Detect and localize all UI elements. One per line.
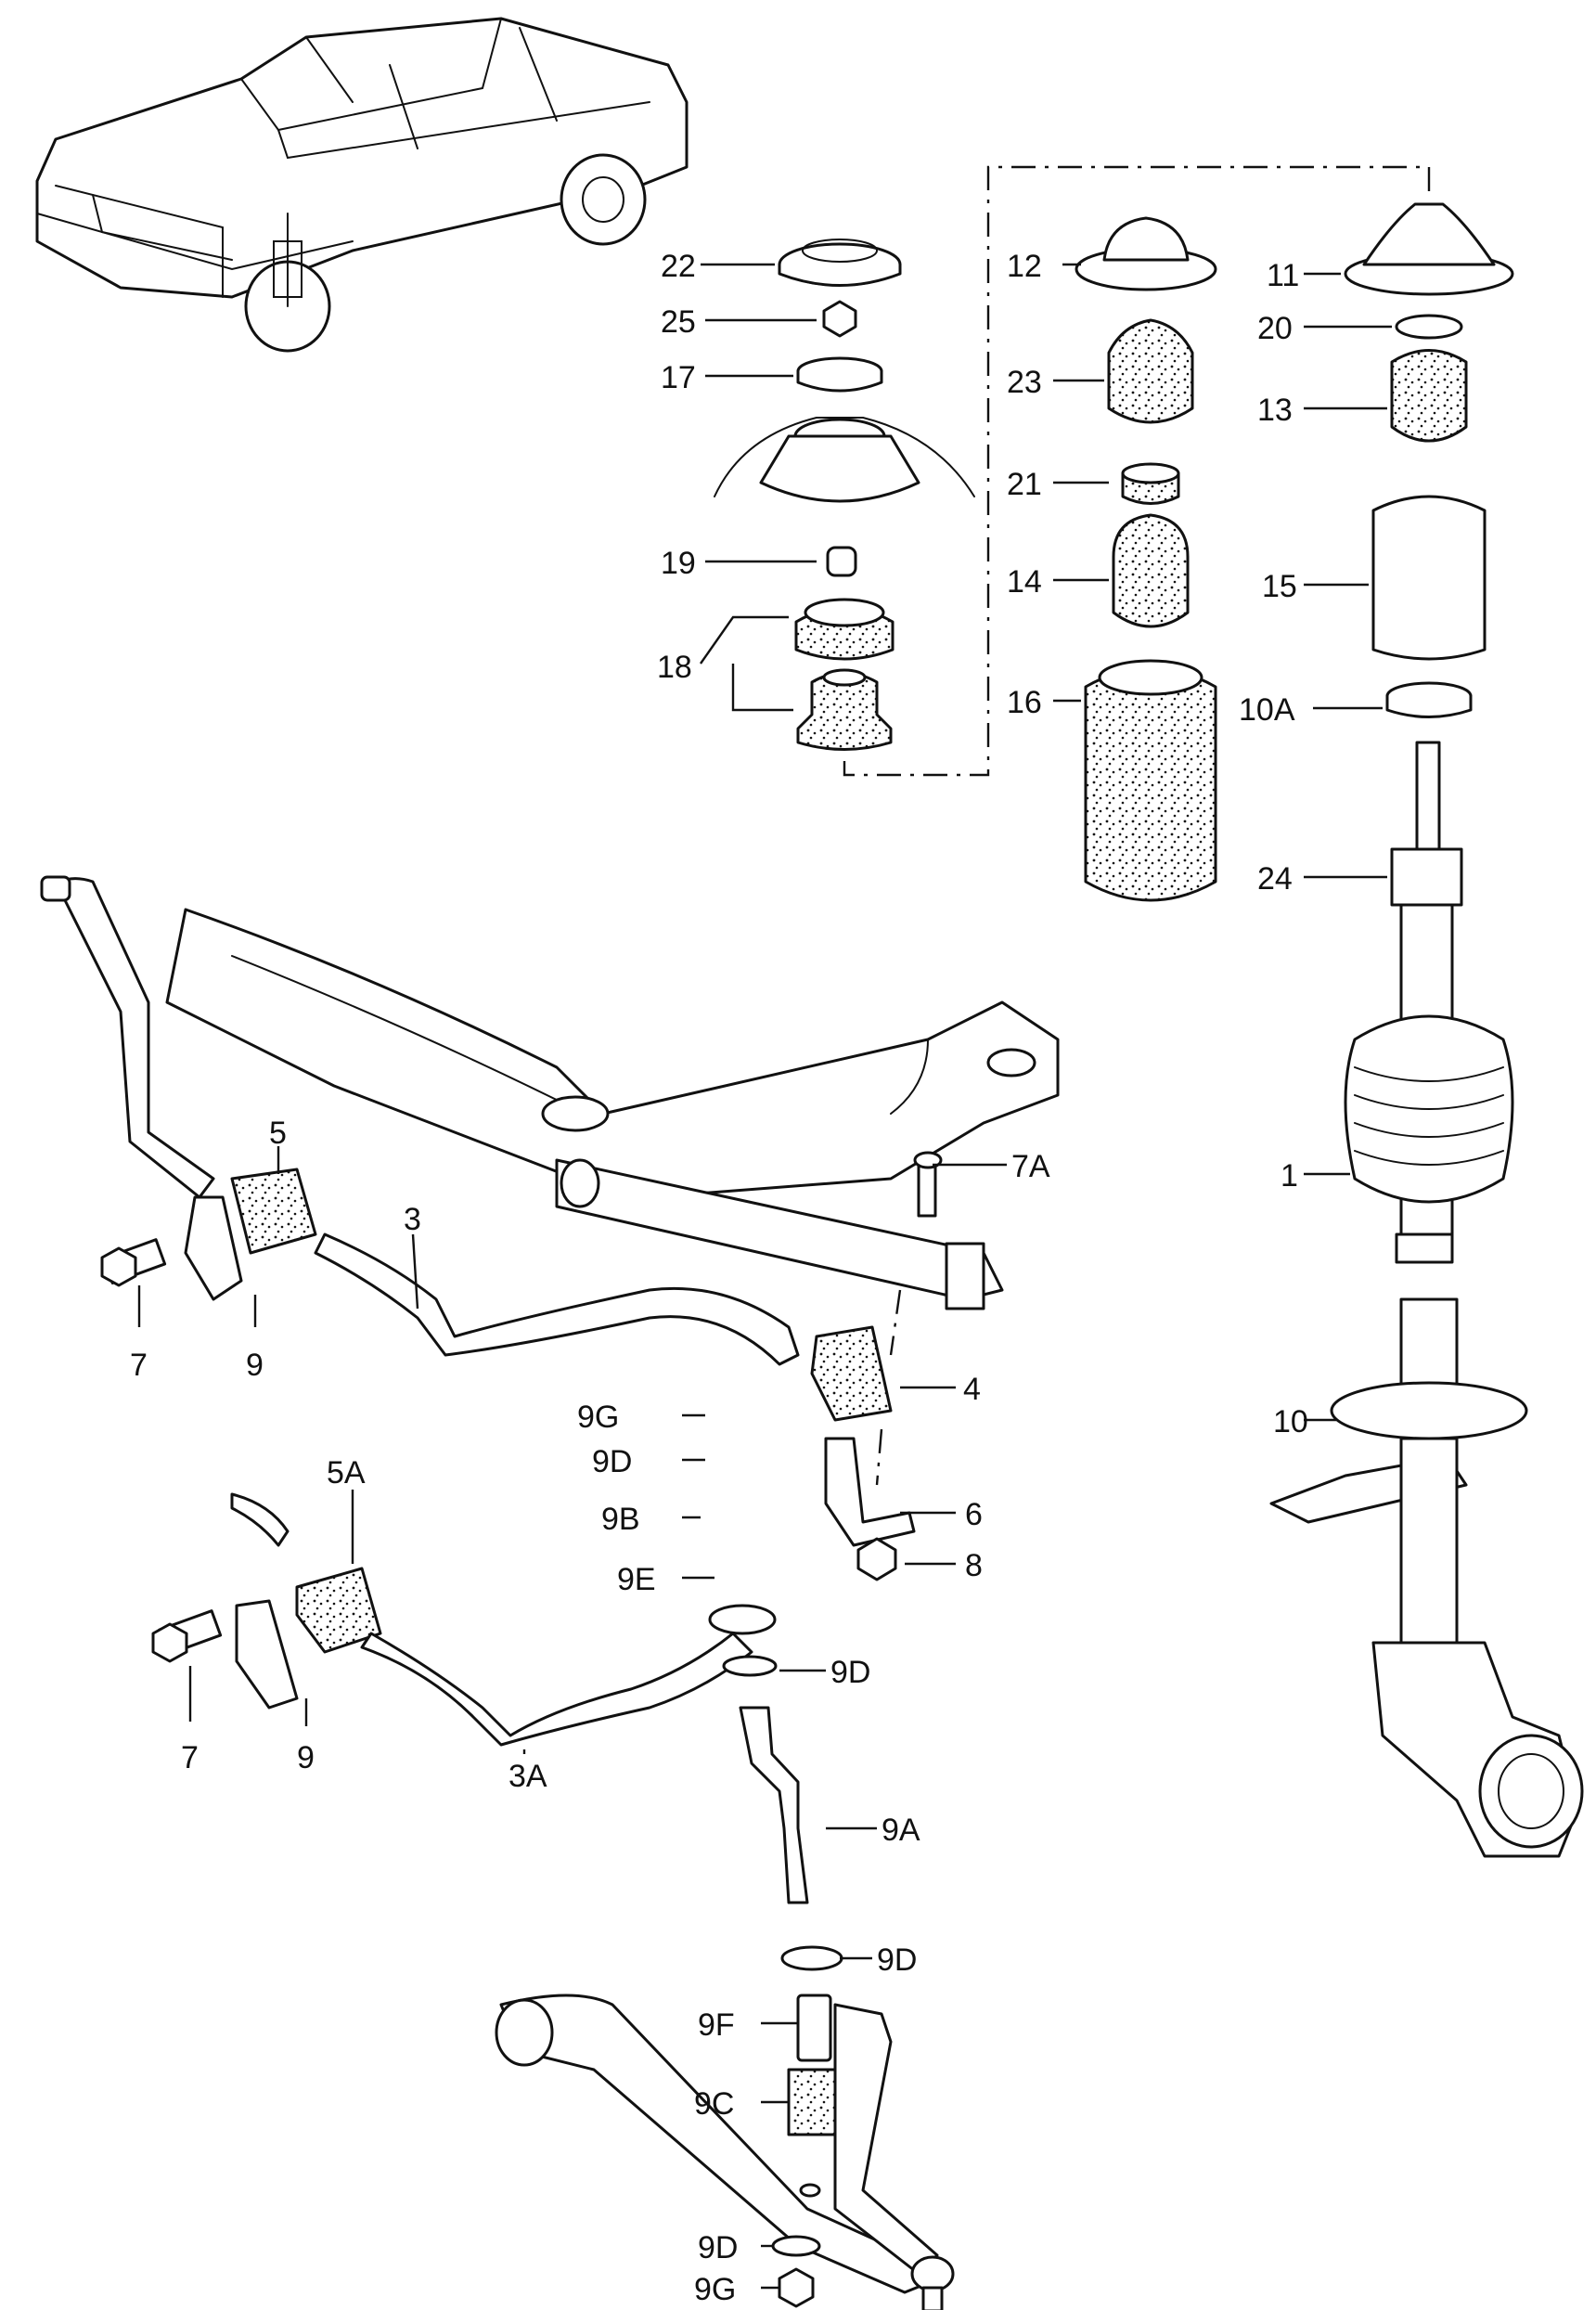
label-9A: 9A — [882, 1813, 920, 1848]
label-9D: 9D — [592, 1444, 632, 1479]
leader-lines — [137, 263, 1392, 2290]
middle-column-parts — [1075, 216, 1217, 902]
subframe — [165, 908, 1060, 1310]
label-9: 9 — [246, 1348, 264, 1383]
label-10: 10 — [1273, 1404, 1308, 1439]
label-25: 25 — [661, 304, 696, 340]
label-9G: 9G — [577, 1400, 619, 1435]
label-20: 20 — [1257, 311, 1293, 346]
label-8: 8 — [965, 1548, 983, 1583]
label-3A: 3A — [508, 1759, 547, 1794]
label-4: 4 — [963, 1372, 981, 1407]
label-3: 3 — [404, 1202, 421, 1237]
label-7-lower: 7 — [181, 1740, 199, 1775]
label-6: 6 — [965, 1497, 983, 1532]
label-5A: 5A — [327, 1455, 366, 1491]
stabilizer-upper — [40, 875, 916, 1581]
label-5: 5 — [269, 1116, 287, 1151]
part-labels: 22 25 17 19 18 12 23 21 14 16 11 20 13 1… — [130, 249, 1308, 2307]
label-17: 17 — [661, 360, 696, 395]
strut-assembly — [1269, 202, 1584, 1858]
label-11: 11 — [1267, 258, 1299, 293]
label-14: 14 — [1007, 564, 1042, 600]
label-1: 1 — [1281, 1158, 1298, 1194]
label-9D-third: 9D — [877, 1942, 917, 1978]
label-9F: 9F — [698, 2007, 735, 2043]
label-9-lower: 9 — [297, 1740, 315, 1775]
label-15: 15 — [1262, 569, 1297, 604]
label-9E: 9E — [617, 1562, 656, 1597]
label-16: 16 — [1007, 685, 1042, 720]
label-24: 24 — [1257, 861, 1293, 897]
label-9C: 9C — [694, 2086, 734, 2122]
upper-mount-stack — [714, 165, 1431, 777]
label-9D-fourth: 9D — [698, 2230, 738, 2265]
label-18: 18 — [657, 650, 692, 685]
label-7A: 7A — [1011, 1149, 1050, 1184]
label-9D-lower: 9D — [830, 1655, 870, 1690]
label-21: 21 — [1007, 467, 1042, 502]
label-9B: 9B — [601, 1502, 640, 1537]
label-23: 23 — [1007, 365, 1042, 400]
stabilizer-lower — [151, 1492, 955, 2310]
label-10A: 10A — [1239, 692, 1295, 728]
car-illustration — [35, 17, 689, 353]
label-12: 12 — [1007, 249, 1042, 284]
label-7: 7 — [130, 1348, 148, 1383]
label-9G-lower: 9G — [694, 2272, 736, 2307]
label-22: 22 — [661, 249, 696, 284]
label-13: 13 — [1257, 393, 1293, 428]
label-19: 19 — [661, 546, 696, 581]
